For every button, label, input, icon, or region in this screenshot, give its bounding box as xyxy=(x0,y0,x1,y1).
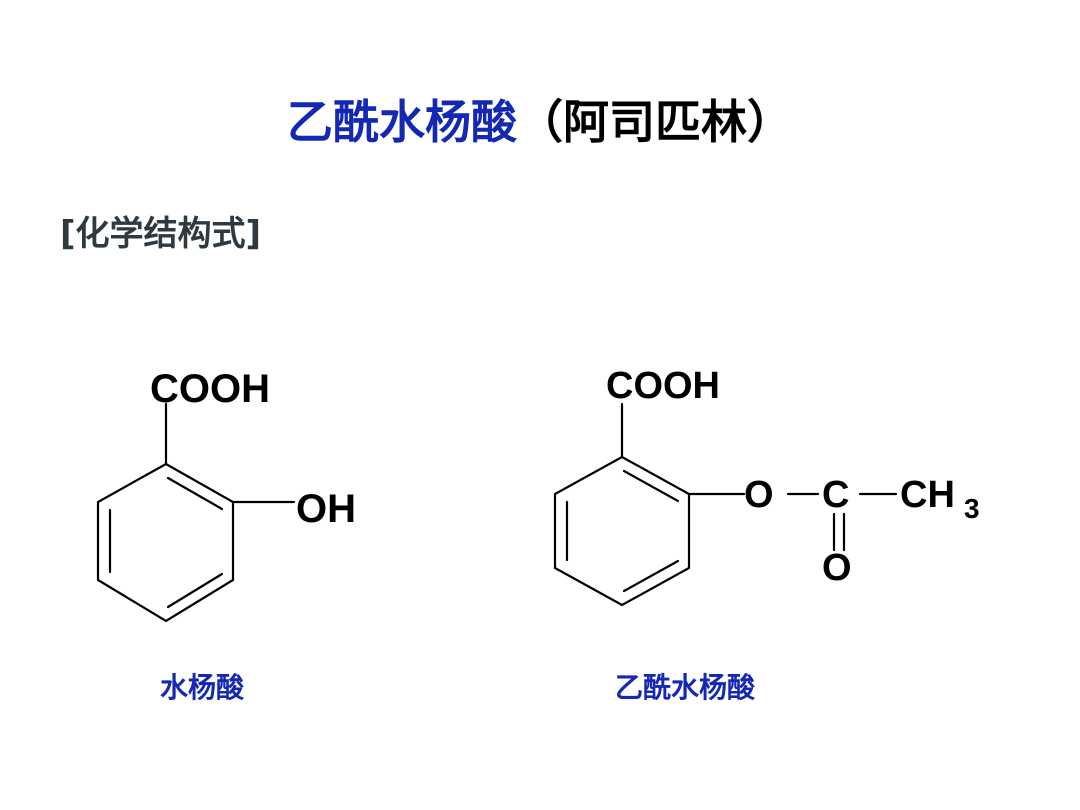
salicylic-oh-label: OH xyxy=(296,487,356,531)
slide-title: 乙酰水杨酸（阿司匹林） xyxy=(0,92,1080,152)
aspirin-benzene-ring xyxy=(553,455,691,607)
salicylic-double-bond xyxy=(166,476,224,511)
salicylic-double-bond xyxy=(166,572,224,609)
salicylic-acid-structure xyxy=(96,402,296,623)
title-main: 乙酰水杨酸 xyxy=(287,95,517,149)
aspirin-structure xyxy=(553,402,898,607)
aspirin-ch-label: CH xyxy=(900,474,955,516)
aspirin-caption: 乙酰水杨酸 xyxy=(615,671,756,704)
aspirin-carbonyl-o-label: O xyxy=(822,547,852,589)
section-heading: [化学结构式] xyxy=(60,214,262,254)
aspirin-ester-o-label: O xyxy=(744,474,774,516)
title-paren: （阿司匹林） xyxy=(517,95,793,149)
aspirin-cooh-label: COOH xyxy=(606,365,720,407)
aspirin-subscript-3: 3 xyxy=(964,493,980,524)
aspirin-double-bond xyxy=(622,469,680,503)
aspirin-double-bond xyxy=(622,559,680,593)
salicylic-cooh-label: COOH xyxy=(150,367,270,411)
salicylic-benzene-ring xyxy=(96,462,235,623)
aspirin-carbon-label: C xyxy=(822,474,849,516)
salicylic-caption: 水杨酸 xyxy=(160,671,245,704)
